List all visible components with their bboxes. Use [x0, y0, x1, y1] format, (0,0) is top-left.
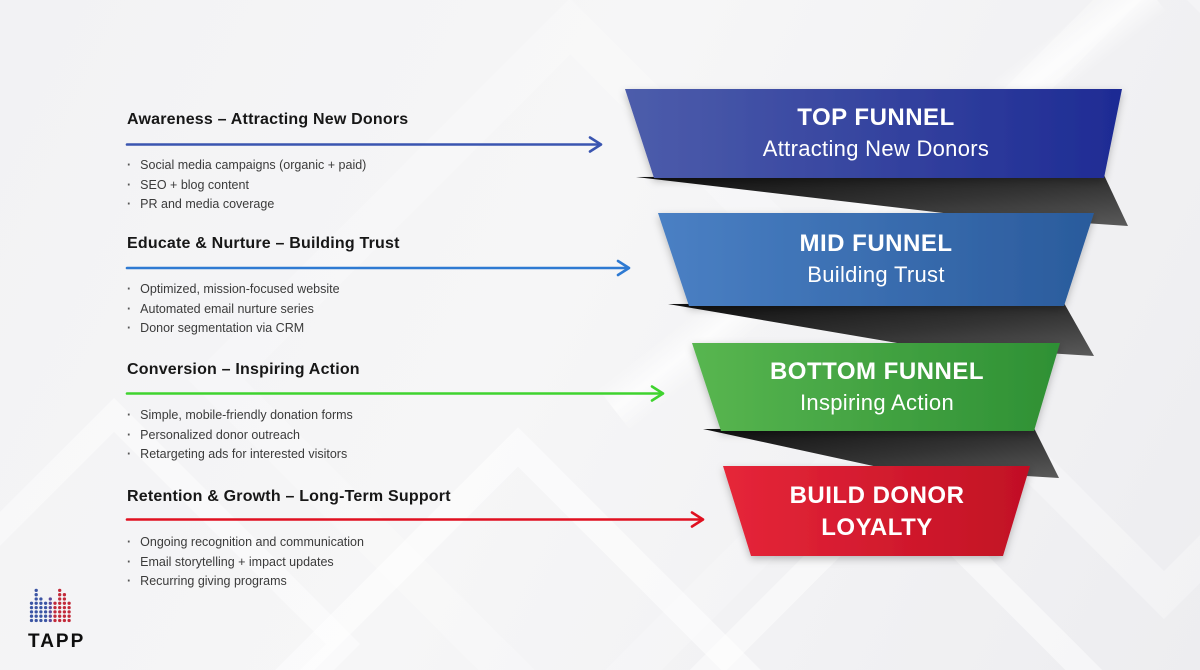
- arrow-conversion-head: [650, 385, 665, 402]
- bullet-item: Donor segmentation via CRM: [127, 319, 667, 339]
- stage-bullet-list: Optimized, mission-focused website Autom…: [127, 280, 667, 339]
- arrow-educate-head: [616, 259, 631, 277]
- bullet-item: Email storytelling + impact updates: [127, 553, 667, 573]
- funnel-stage-subtitle: Inspiring Action: [800, 390, 954, 415]
- stage-heading: Conversion – Inspiring Action: [127, 361, 360, 378]
- funnel-stage-title: BOTTOM FUNNEL: [769, 358, 985, 385]
- funnel-label-bottom: BOTTOM FUNNEL Inspiring Action: [677, 356, 1077, 418]
- funnel-label-mid: MID FUNNEL Building Trust: [676, 228, 1076, 290]
- funnel-stage-subtitle: LOYALTY: [821, 514, 933, 541]
- stage-bullet-list: Simple, mobile-friendly donation forms P…: [127, 406, 667, 465]
- stage-heading: Educate & Nurture – Building Trust: [127, 235, 400, 252]
- funnel-label-loyalty: BUILD DONOR LOYALTY: [677, 480, 1077, 543]
- bullet-item: Ongoing recognition and communication: [127, 533, 667, 553]
- bullet-item: Automated email nurture series: [127, 300, 667, 320]
- funnel-stage-title: BUILD DONOR: [789, 482, 965, 509]
- bullet-item: PR and media coverage: [127, 195, 667, 215]
- stage-section-educate: Educate & Nurture – Building Trust Optim…: [127, 234, 667, 339]
- stage-section-retention: Retention & Growth – Long-Term Support O…: [127, 487, 667, 592]
- arrow-awareness-head: [588, 136, 603, 153]
- funnel-stage-title: TOP FUNNEL: [797, 104, 955, 131]
- stage-section-awareness: Awareness – Attracting New Donors Social…: [127, 110, 667, 215]
- funnel-stage-subtitle: Attracting New Donors: [762, 136, 990, 161]
- funnel-segment-bottom: [692, 343, 1060, 431]
- tapp-logo-dots: [29, 588, 71, 623]
- bullet-item: Social media campaigns (organic + paid): [127, 156, 667, 176]
- funnel-fold-3: [703, 428, 1059, 478]
- bullet-item: Simple, mobile-friendly donation forms: [127, 406, 667, 426]
- funnel-fold-2: [668, 303, 1094, 356]
- stage-section-conversion: Conversion – Inspiring Action Simple, mo…: [127, 360, 667, 465]
- stage-heading: Retention & Growth – Long-Term Support: [127, 488, 451, 505]
- bullet-item: Personalized donor outreach: [127, 426, 667, 446]
- bullet-item: Retargeting ads for interested visitors: [127, 445, 667, 465]
- stage-heading: Awareness – Attracting New Donors: [127, 111, 409, 128]
- stage-bullet-list: Social media campaigns (organic + paid) …: [127, 156, 667, 215]
- funnel-segment-loyalty: [723, 466, 1030, 556]
- funnel-label-top: TOP FUNNEL Attracting New Donors: [676, 102, 1076, 164]
- arrow-retention-head: [690, 511, 705, 528]
- funnel-segment-mid: [658, 213, 1094, 306]
- funnel-stage-subtitle: Building Trust: [807, 262, 945, 287]
- tapp-logo-text: TAPP: [28, 631, 86, 652]
- tapp-logo: TAPP: [28, 586, 108, 653]
- bullet-item: Optimized, mission-focused website: [127, 280, 667, 300]
- bullet-item: Recurring giving programs: [127, 572, 667, 592]
- funnel-segment-top: [625, 89, 1122, 178]
- stage-bullet-list: Ongoing recognition and communication Em…: [127, 533, 667, 592]
- bullet-item: SEO + blog content: [127, 176, 667, 196]
- funnel-stage-title: MID FUNNEL: [799, 230, 953, 257]
